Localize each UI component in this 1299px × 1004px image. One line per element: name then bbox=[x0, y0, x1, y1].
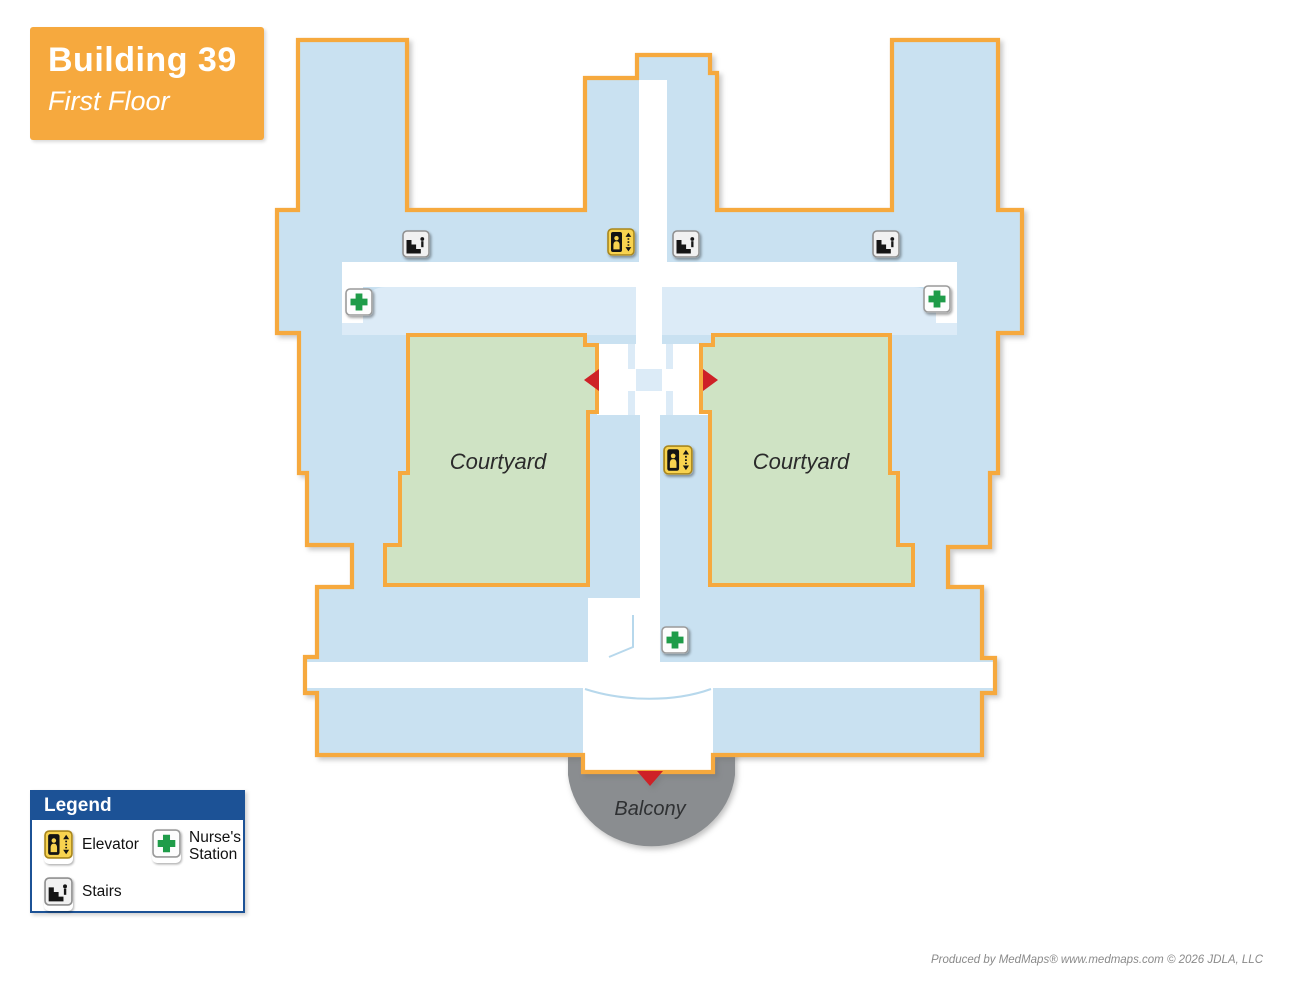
producer-credit: Produced by MedMaps® www.medmaps.com © 2… bbox=[930, 954, 1263, 966]
courtyard-right-label: Courtyard bbox=[753, 449, 850, 474]
courtyard-right bbox=[699, 333, 915, 587]
building-outline bbox=[274, 37, 1025, 775]
nurse-station-icon bbox=[152, 829, 181, 863]
courtyard-left-label: Courtyard bbox=[450, 449, 547, 474]
legend-label-elevator: Elevator bbox=[82, 836, 139, 853]
elevator-icon bbox=[607, 228, 635, 256]
entrance-arrows bbox=[584, 369, 718, 786]
courtyard-left bbox=[383, 333, 599, 587]
nurse-station-icon bbox=[661, 626, 689, 654]
legend-label-stairs: Stairs bbox=[82, 883, 122, 900]
stairs-icon bbox=[44, 877, 73, 911]
elevator-icon bbox=[663, 445, 693, 475]
legend-box: Legend Elevator Nurse's Station Stairs bbox=[30, 790, 245, 913]
band-light-right bbox=[662, 287, 936, 335]
legend-label-nurse-station: Nurse's Station bbox=[189, 829, 242, 864]
floor-subtitle: First Floor bbox=[48, 86, 170, 116]
band-light-left bbox=[363, 287, 636, 335]
junction-pillars bbox=[628, 344, 673, 415]
nurse-station-icon bbox=[345, 288, 373, 316]
courtyard-left-entrance-arrow bbox=[584, 369, 599, 391]
legend-title: Legend bbox=[32, 792, 243, 820]
stairs-icon bbox=[872, 230, 900, 258]
map-title-box: Building 39 First Floor bbox=[30, 27, 264, 140]
elevator-icon bbox=[44, 830, 73, 864]
stairs-icon bbox=[672, 230, 700, 258]
lobby-glass-lines bbox=[584, 615, 712, 700]
building-title: Building 39 bbox=[48, 41, 237, 79]
courtyard-right-entrance-arrow bbox=[703, 369, 718, 391]
balcony-label: Balcony bbox=[614, 798, 686, 820]
stairs-icon bbox=[402, 230, 430, 258]
nurse-station-icon bbox=[923, 285, 951, 313]
balcony-entrance-arrow bbox=[637, 771, 663, 786]
